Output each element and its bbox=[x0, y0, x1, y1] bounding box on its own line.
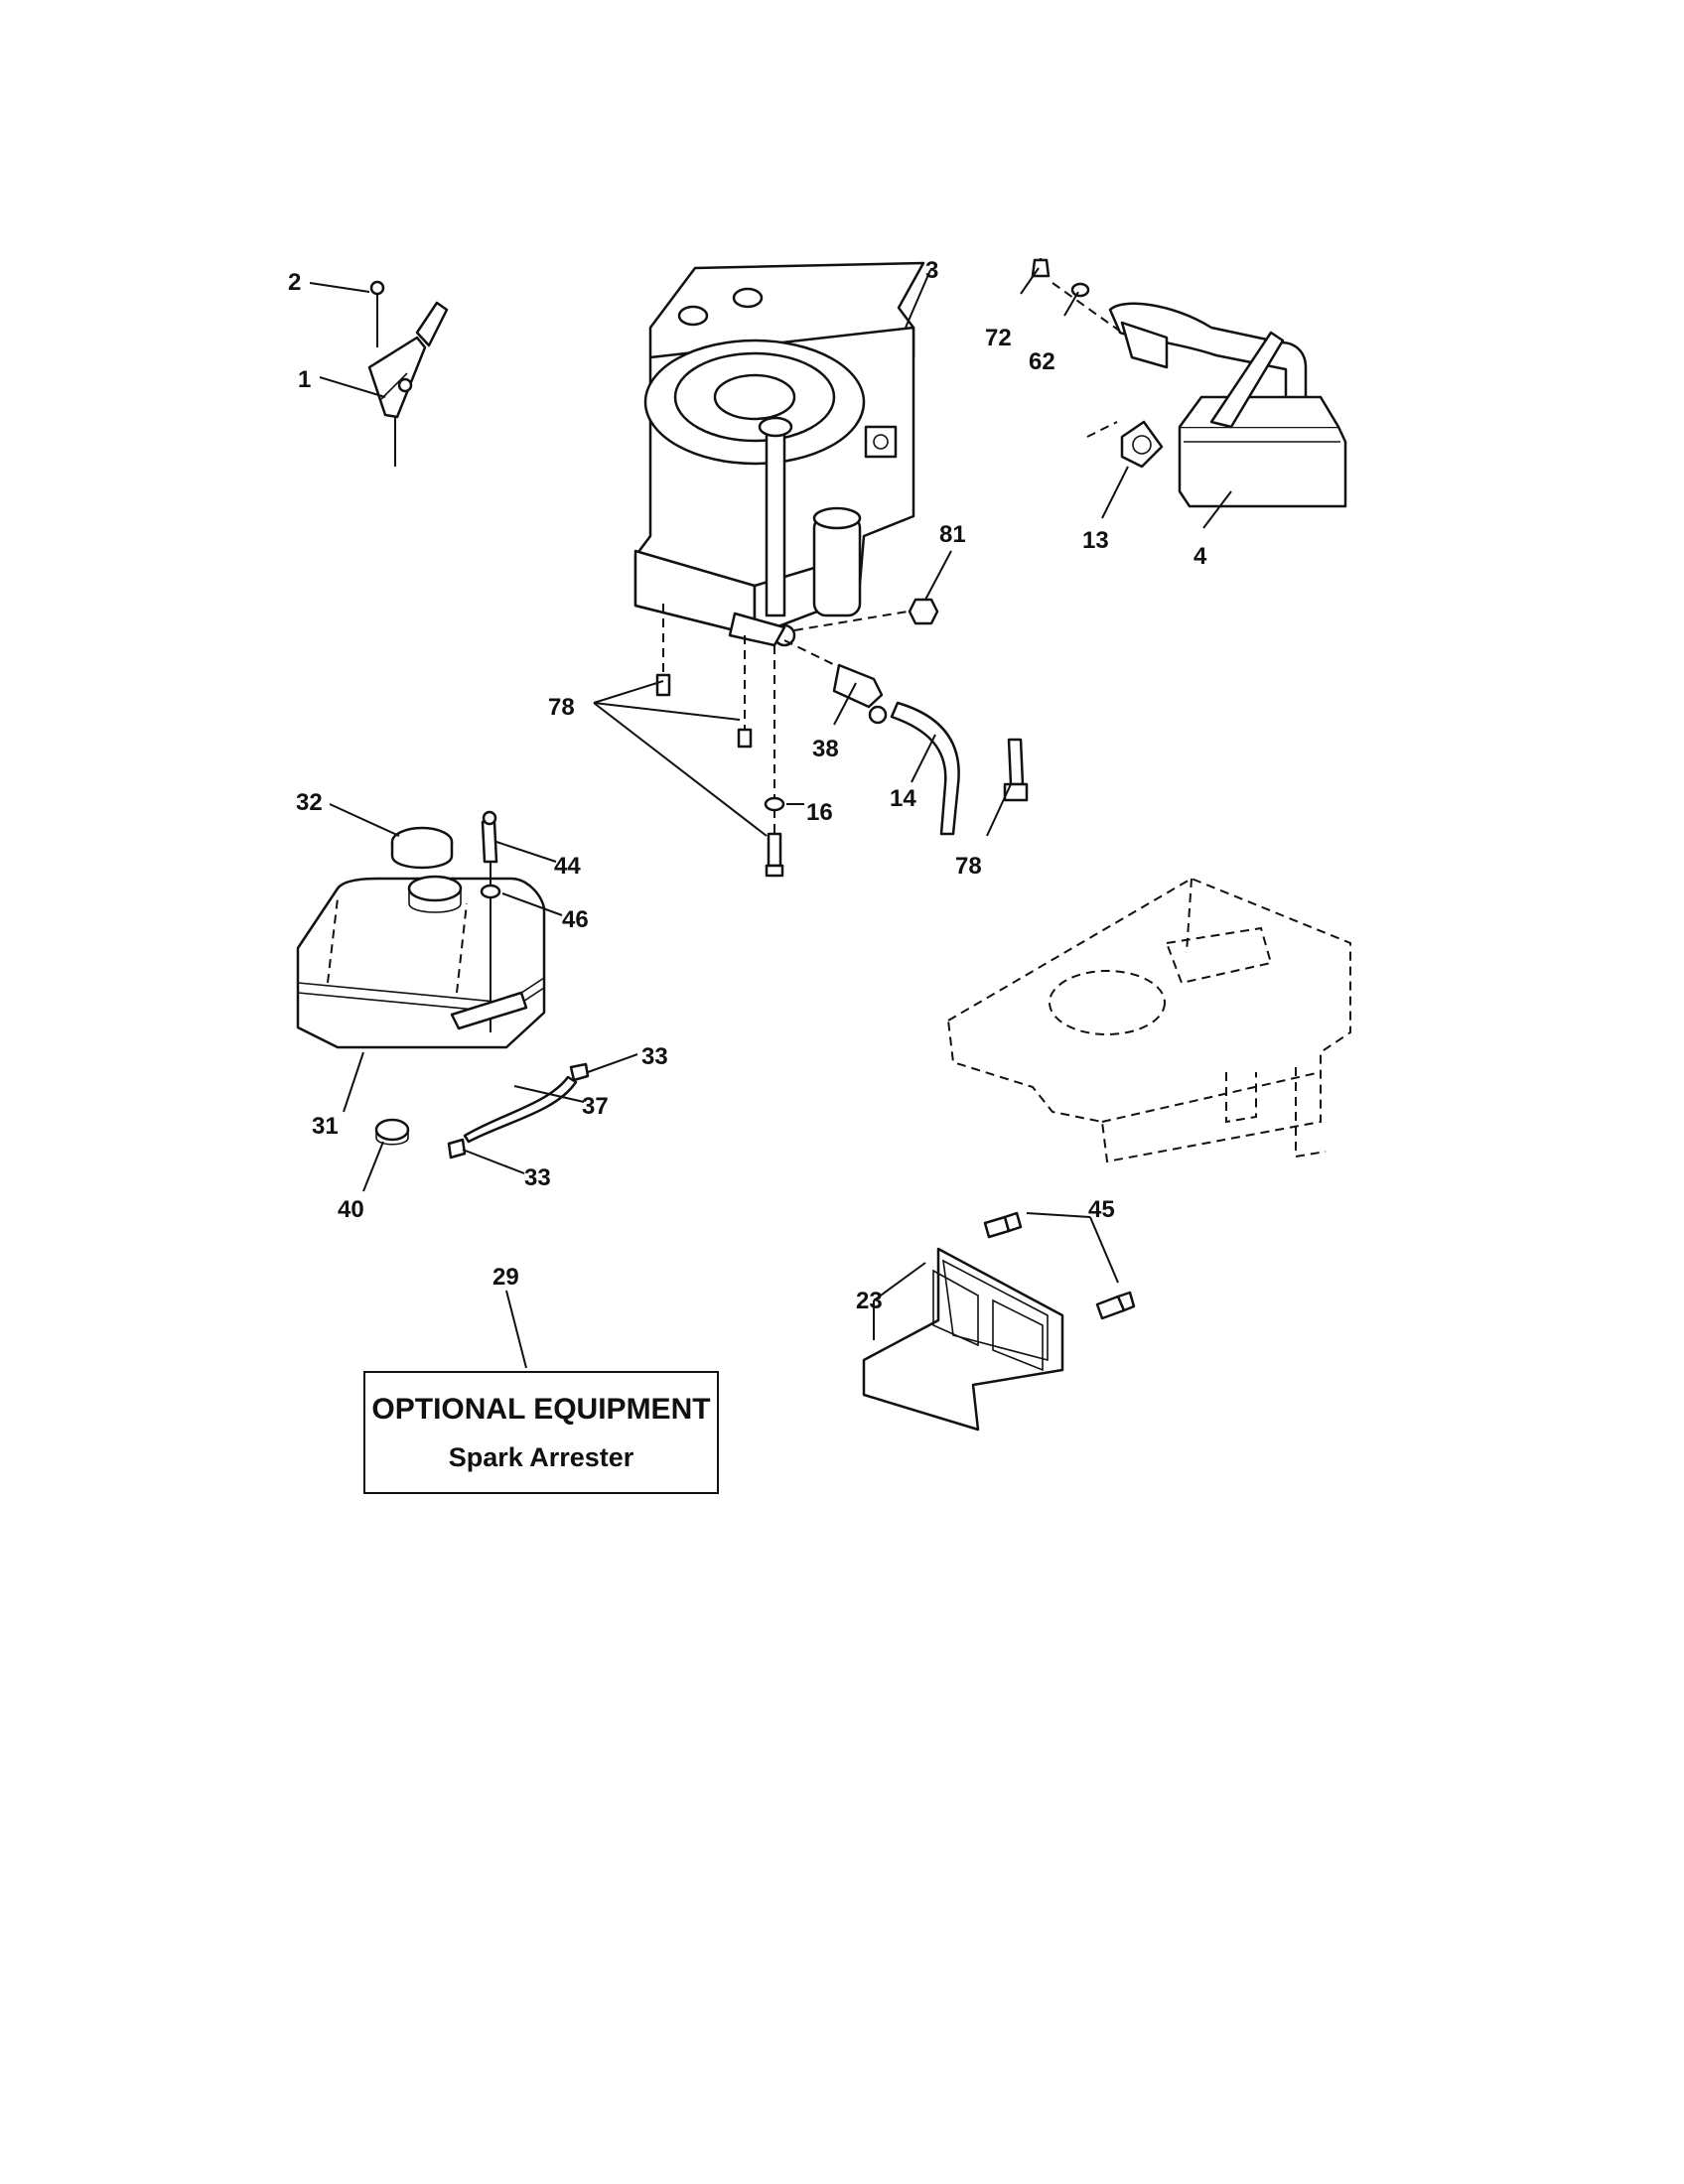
fuel-hose bbox=[890, 701, 960, 836]
nut bbox=[793, 598, 939, 631]
engine bbox=[633, 261, 925, 647]
label-13: 13 bbox=[1082, 527, 1109, 554]
label-72: 72 bbox=[985, 325, 1012, 351]
throttle-control bbox=[367, 280, 449, 467]
label-23: 23 bbox=[856, 1288, 883, 1314]
label-44: 44 bbox=[554, 853, 581, 880]
label-1: 1 bbox=[298, 366, 311, 393]
label-3: 3 bbox=[925, 257, 938, 284]
engine-mount-hardware bbox=[655, 604, 785, 878]
spark-arrester-label: Spark Arrester bbox=[448, 1441, 634, 1472]
label-46: 46 bbox=[562, 906, 589, 933]
label-78-left: 78 bbox=[548, 694, 575, 721]
label-33-bottom: 33 bbox=[524, 1164, 551, 1191]
label-37: 37 bbox=[582, 1093, 609, 1120]
label-62: 62 bbox=[1029, 348, 1055, 375]
part-labels: 2 1 3 72 62 13 4 81 78 38 14 78 16 32 44… bbox=[288, 257, 1207, 1314]
shield-plate bbox=[862, 1211, 1136, 1432]
optional-equipment-box: OPTIONAL EQUIPMENT Spark Arrester bbox=[363, 1371, 719, 1494]
label-78-right: 78 bbox=[955, 853, 982, 880]
label-2: 2 bbox=[288, 269, 301, 296]
label-29: 29 bbox=[492, 1264, 519, 1291]
label-33-top: 33 bbox=[641, 1043, 668, 1070]
tractor-frame bbox=[946, 877, 1351, 1163]
label-81: 81 bbox=[939, 521, 966, 548]
label-38: 38 bbox=[812, 736, 839, 762]
leader-lines bbox=[309, 267, 1232, 1369]
label-14: 14 bbox=[890, 785, 916, 812]
label-40: 40 bbox=[338, 1196, 364, 1223]
optional-equipment-title: OPTIONAL EQUIPMENT bbox=[371, 1392, 711, 1426]
label-45: 45 bbox=[1088, 1196, 1115, 1223]
fuel-fitting bbox=[783, 639, 888, 725]
fuel-tank bbox=[296, 810, 590, 1160]
label-31: 31 bbox=[312, 1113, 339, 1140]
label-4: 4 bbox=[1193, 543, 1207, 570]
label-32: 32 bbox=[296, 789, 323, 816]
muffler bbox=[1031, 258, 1347, 508]
label-16: 16 bbox=[806, 799, 833, 826]
